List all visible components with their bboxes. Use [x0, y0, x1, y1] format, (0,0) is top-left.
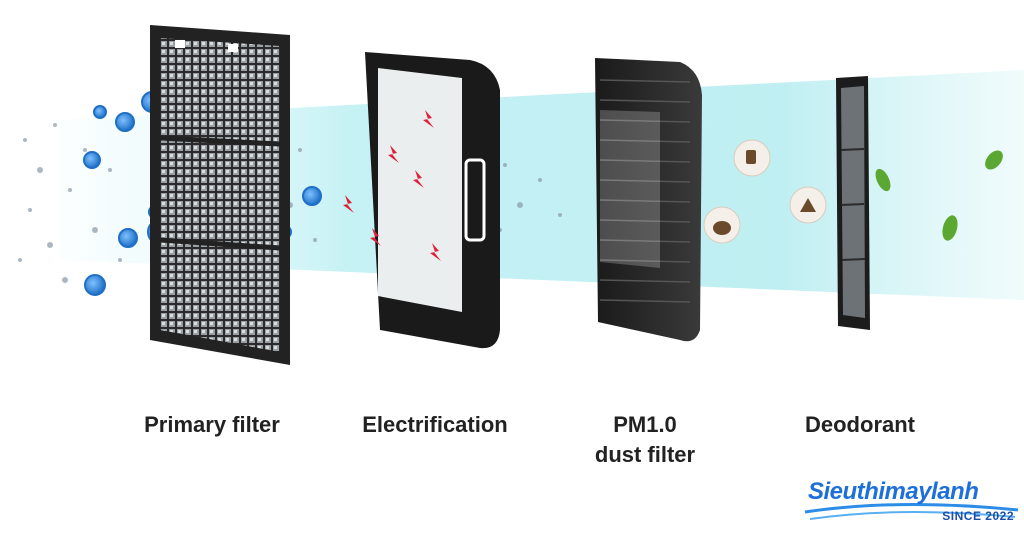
pm-dust-filter — [595, 58, 702, 342]
label-line: Electrification — [362, 412, 508, 437]
pm-dust-filter-label: PM1.0 dust filter — [560, 410, 730, 470]
label-line: dust filter — [594, 442, 696, 467]
logo-since: SINCE 2022 — [942, 509, 1014, 523]
electrification-filter — [365, 52, 500, 349]
logo-swoosh — [804, 502, 1019, 520]
label-line: Deodorant — [805, 412, 915, 437]
deodorant-label: Deodorant — [770, 410, 950, 440]
airflow-beam — [60, 70, 1024, 300]
electrification-label: Electrification — [335, 410, 535, 440]
primary-filter — [150, 25, 290, 365]
label-line: Primary filter — [144, 412, 280, 437]
label-line: PM1.0 — [613, 412, 677, 437]
smell-icon — [703, 139, 827, 244]
primary-filter-label: Primary filter — [112, 410, 312, 440]
deodorant-filter — [836, 76, 870, 330]
leaf-icon — [875, 150, 1003, 241]
brand-logo: Sieuthimaylanh SINCE 2022 — [800, 478, 1022, 528]
logo-name: Sieuthimaylanh — [808, 478, 979, 505]
